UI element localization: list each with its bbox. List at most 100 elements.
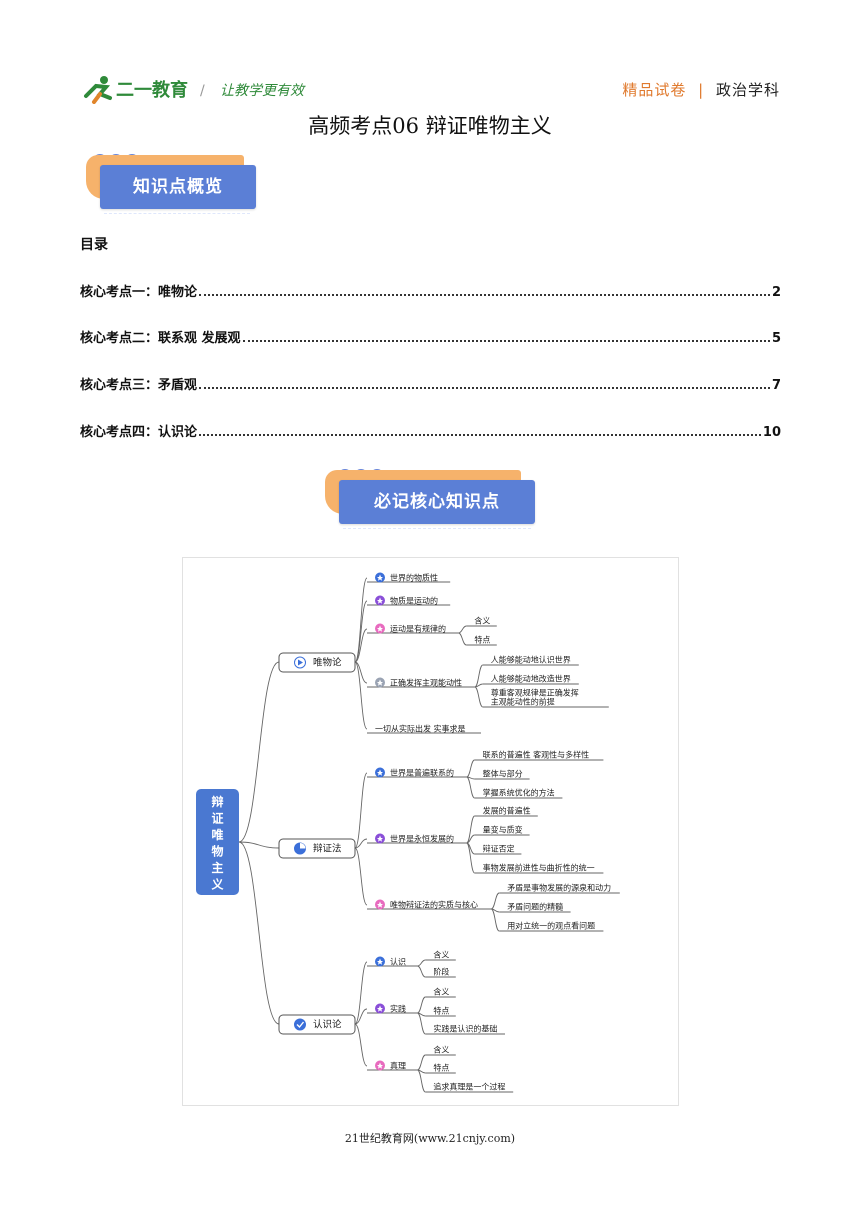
branch-3[interactable]: 认识论: [278, 1014, 356, 1035]
check-icon: [294, 1018, 306, 1031]
leaf-label: 特点: [433, 1006, 449, 1016]
mindmap-node[interactable]: 认识: [367, 956, 418, 967]
mindmap-leaf[interactable]: 追求真理是一个过程: [425, 1082, 514, 1093]
leaf-label: 联系的普遍性 客观性与多样性: [483, 750, 590, 760]
star-icon: [375, 899, 385, 910]
node-label: 运动是有规律的: [390, 624, 446, 634]
star-icon: [375, 595, 385, 606]
node-label: 认识: [390, 957, 406, 967]
root-char: 辩: [211, 794, 223, 809]
mindmap-node[interactable]: 世界的物质性: [367, 572, 451, 583]
leaf-label: 矛盾问题的精髓: [507, 902, 563, 912]
mindmap-node[interactable]: 世界是永恒发展的: [367, 833, 467, 844]
node-label: 世界的物质性: [390, 573, 438, 583]
logo-text: 二一教育: [116, 79, 188, 101]
node-label: 世界是永恒发展的: [390, 834, 454, 844]
star-icon: [375, 623, 385, 634]
leaf-label-line: 主观能动性的前提: [491, 697, 555, 707]
pie-icon: [294, 842, 306, 855]
leaf-label: 追求真理是一个过程: [433, 1082, 505, 1092]
mindmap-node[interactable]: 一切从实际出发 实事求是: [367, 724, 481, 734]
mindmap-leaf[interactable]: 掌握系统优化的方法: [474, 788, 563, 799]
leaf-label: 实践是认识的基础: [433, 1024, 497, 1034]
leaf-label: 发展的普遍性: [483, 806, 531, 816]
mindmap-leaf[interactable]: 量变与质变: [474, 825, 530, 836]
mindmap-leaf[interactable]: 含义: [425, 950, 456, 961]
mindmap-leaf[interactable]: 矛盾是事物发展的源泉和动力: [499, 883, 620, 894]
node-label: 正确发挥主观能动性: [390, 678, 462, 688]
root-char: 唯: [211, 827, 223, 842]
branch-label: 唯物论: [313, 657, 342, 669]
root-char: 物: [211, 844, 223, 859]
mindmap-node[interactable]: 真理: [367, 1060, 418, 1071]
site-logo: 二一教育 / 让教学更有效: [80, 74, 330, 104]
leaf-label: 整体与部分: [483, 769, 523, 779]
node-label: 一切从实际出发 实事求是: [375, 724, 466, 734]
mindmap-leaf[interactable]: 实践是认识的基础: [425, 1024, 505, 1035]
branch-label: 辩证法: [313, 843, 342, 855]
mindmap-leaf[interactable]: 人能够能动地改造世界: [482, 674, 579, 685]
leaf-label: 含义: [474, 616, 490, 626]
mindmap-leaf[interactable]: 发展的普遍性: [474, 806, 538, 817]
mindmap-leaf[interactable]: 整体与部分: [474, 769, 530, 780]
branch-2[interactable]: 辩证法: [278, 838, 356, 859]
leaf-label: 辩证否定: [483, 844, 515, 854]
star-icon: [375, 1060, 385, 1071]
star-icon: [375, 767, 385, 778]
star-icon: [375, 1003, 385, 1014]
mindmap-leaf[interactable]: 人能够能动地认识世界: [482, 655, 579, 666]
mindmap-node[interactable]: 实践: [367, 1003, 418, 1014]
mindmap-leaf[interactable]: 联系的普遍性 客观性与多样性: [474, 750, 604, 761]
leaf-label: 含义: [433, 987, 449, 997]
leaf-label: 人能够能动地认识世界: [491, 655, 571, 665]
leaf-label: 阶段: [433, 967, 449, 977]
leaf-label: 矛盾是事物发展的源泉和动力: [507, 883, 611, 893]
root-char: 主: [211, 860, 223, 875]
node-label: 唯物辩证法的实质与核心: [390, 900, 478, 910]
node-label: 真理: [390, 1061, 406, 1071]
mindmap-leaf[interactable]: 阶段: [425, 967, 456, 978]
overview-banner: 知识点概览: [86, 145, 256, 220]
mindmap-node[interactable]: 正确发挥主观能动性: [367, 677, 475, 688]
leaf-label: 掌握系统优化的方法: [483, 788, 555, 798]
star-icon: [375, 833, 385, 844]
runner-icon: [84, 76, 112, 104]
star-icon: [375, 677, 385, 688]
mindmap-leaf[interactable]: 含义: [425, 987, 456, 998]
mindmap-leaf[interactable]: 事物发展前进性与曲折性的统一: [474, 863, 604, 874]
leaf-label: 用对立统一的观点看问题: [507, 921, 595, 931]
branch-label: 认识论: [313, 1019, 342, 1031]
mindmap-node[interactable]: 世界是普遍联系的: [367, 767, 467, 778]
header-right: 精品试卷 | 政治学科: [622, 79, 780, 100]
banner-label: 知识点概览: [133, 177, 223, 197]
mindmap-node[interactable]: 运动是有规律的: [367, 623, 459, 634]
root-char: 证: [211, 812, 223, 826]
header-label: 精品试卷: [622, 81, 687, 99]
branch-1[interactable]: 唯物论: [278, 652, 356, 673]
mindmap-leaf[interactable]: 特点: [425, 1063, 456, 1074]
mindmap-leaf[interactable]: 用对立统一的观点看问题: [499, 921, 604, 932]
mindmap-root: 辩证唯物主义: [196, 789, 239, 895]
mindmap-node[interactable]: 唯物辩证法的实质与核心: [367, 899, 492, 910]
mindmap-leaf[interactable]: 含义: [425, 1045, 456, 1056]
mindmap-leaf[interactable]: 特点: [425, 1006, 456, 1017]
leaf-label: 含义: [433, 1045, 449, 1055]
mindmap-leaf[interactable]: 含义: [466, 616, 497, 627]
header-subject: 政治学科: [715, 81, 780, 99]
mindmap-leaf[interactable]: 矛盾问题的精髓: [499, 902, 571, 913]
key-points-banner: 必记核心知识点: [325, 460, 537, 535]
leaf-label: 量变与质变: [483, 825, 523, 835]
leaf-label: 含义: [433, 950, 449, 960]
mindmap-leaf[interactable]: 辩证否定: [474, 844, 522, 855]
mindmap-canvas: 辩证唯物主义唯物论世界的物质性物质是运动的运动是有规律的含义特点正确发挥主观能动…: [196, 572, 620, 1093]
leaf-label-line: 尊重客观规律是正确发挥: [491, 688, 579, 698]
node-label: 世界是普遍联系的: [390, 768, 454, 778]
footer: 21世纪教育网(www.21cnjy.com): [344, 1132, 516, 1145]
mindmap-leaf[interactable]: 特点: [466, 635, 497, 646]
mindmap-node[interactable]: 物质是运动的: [367, 595, 451, 606]
